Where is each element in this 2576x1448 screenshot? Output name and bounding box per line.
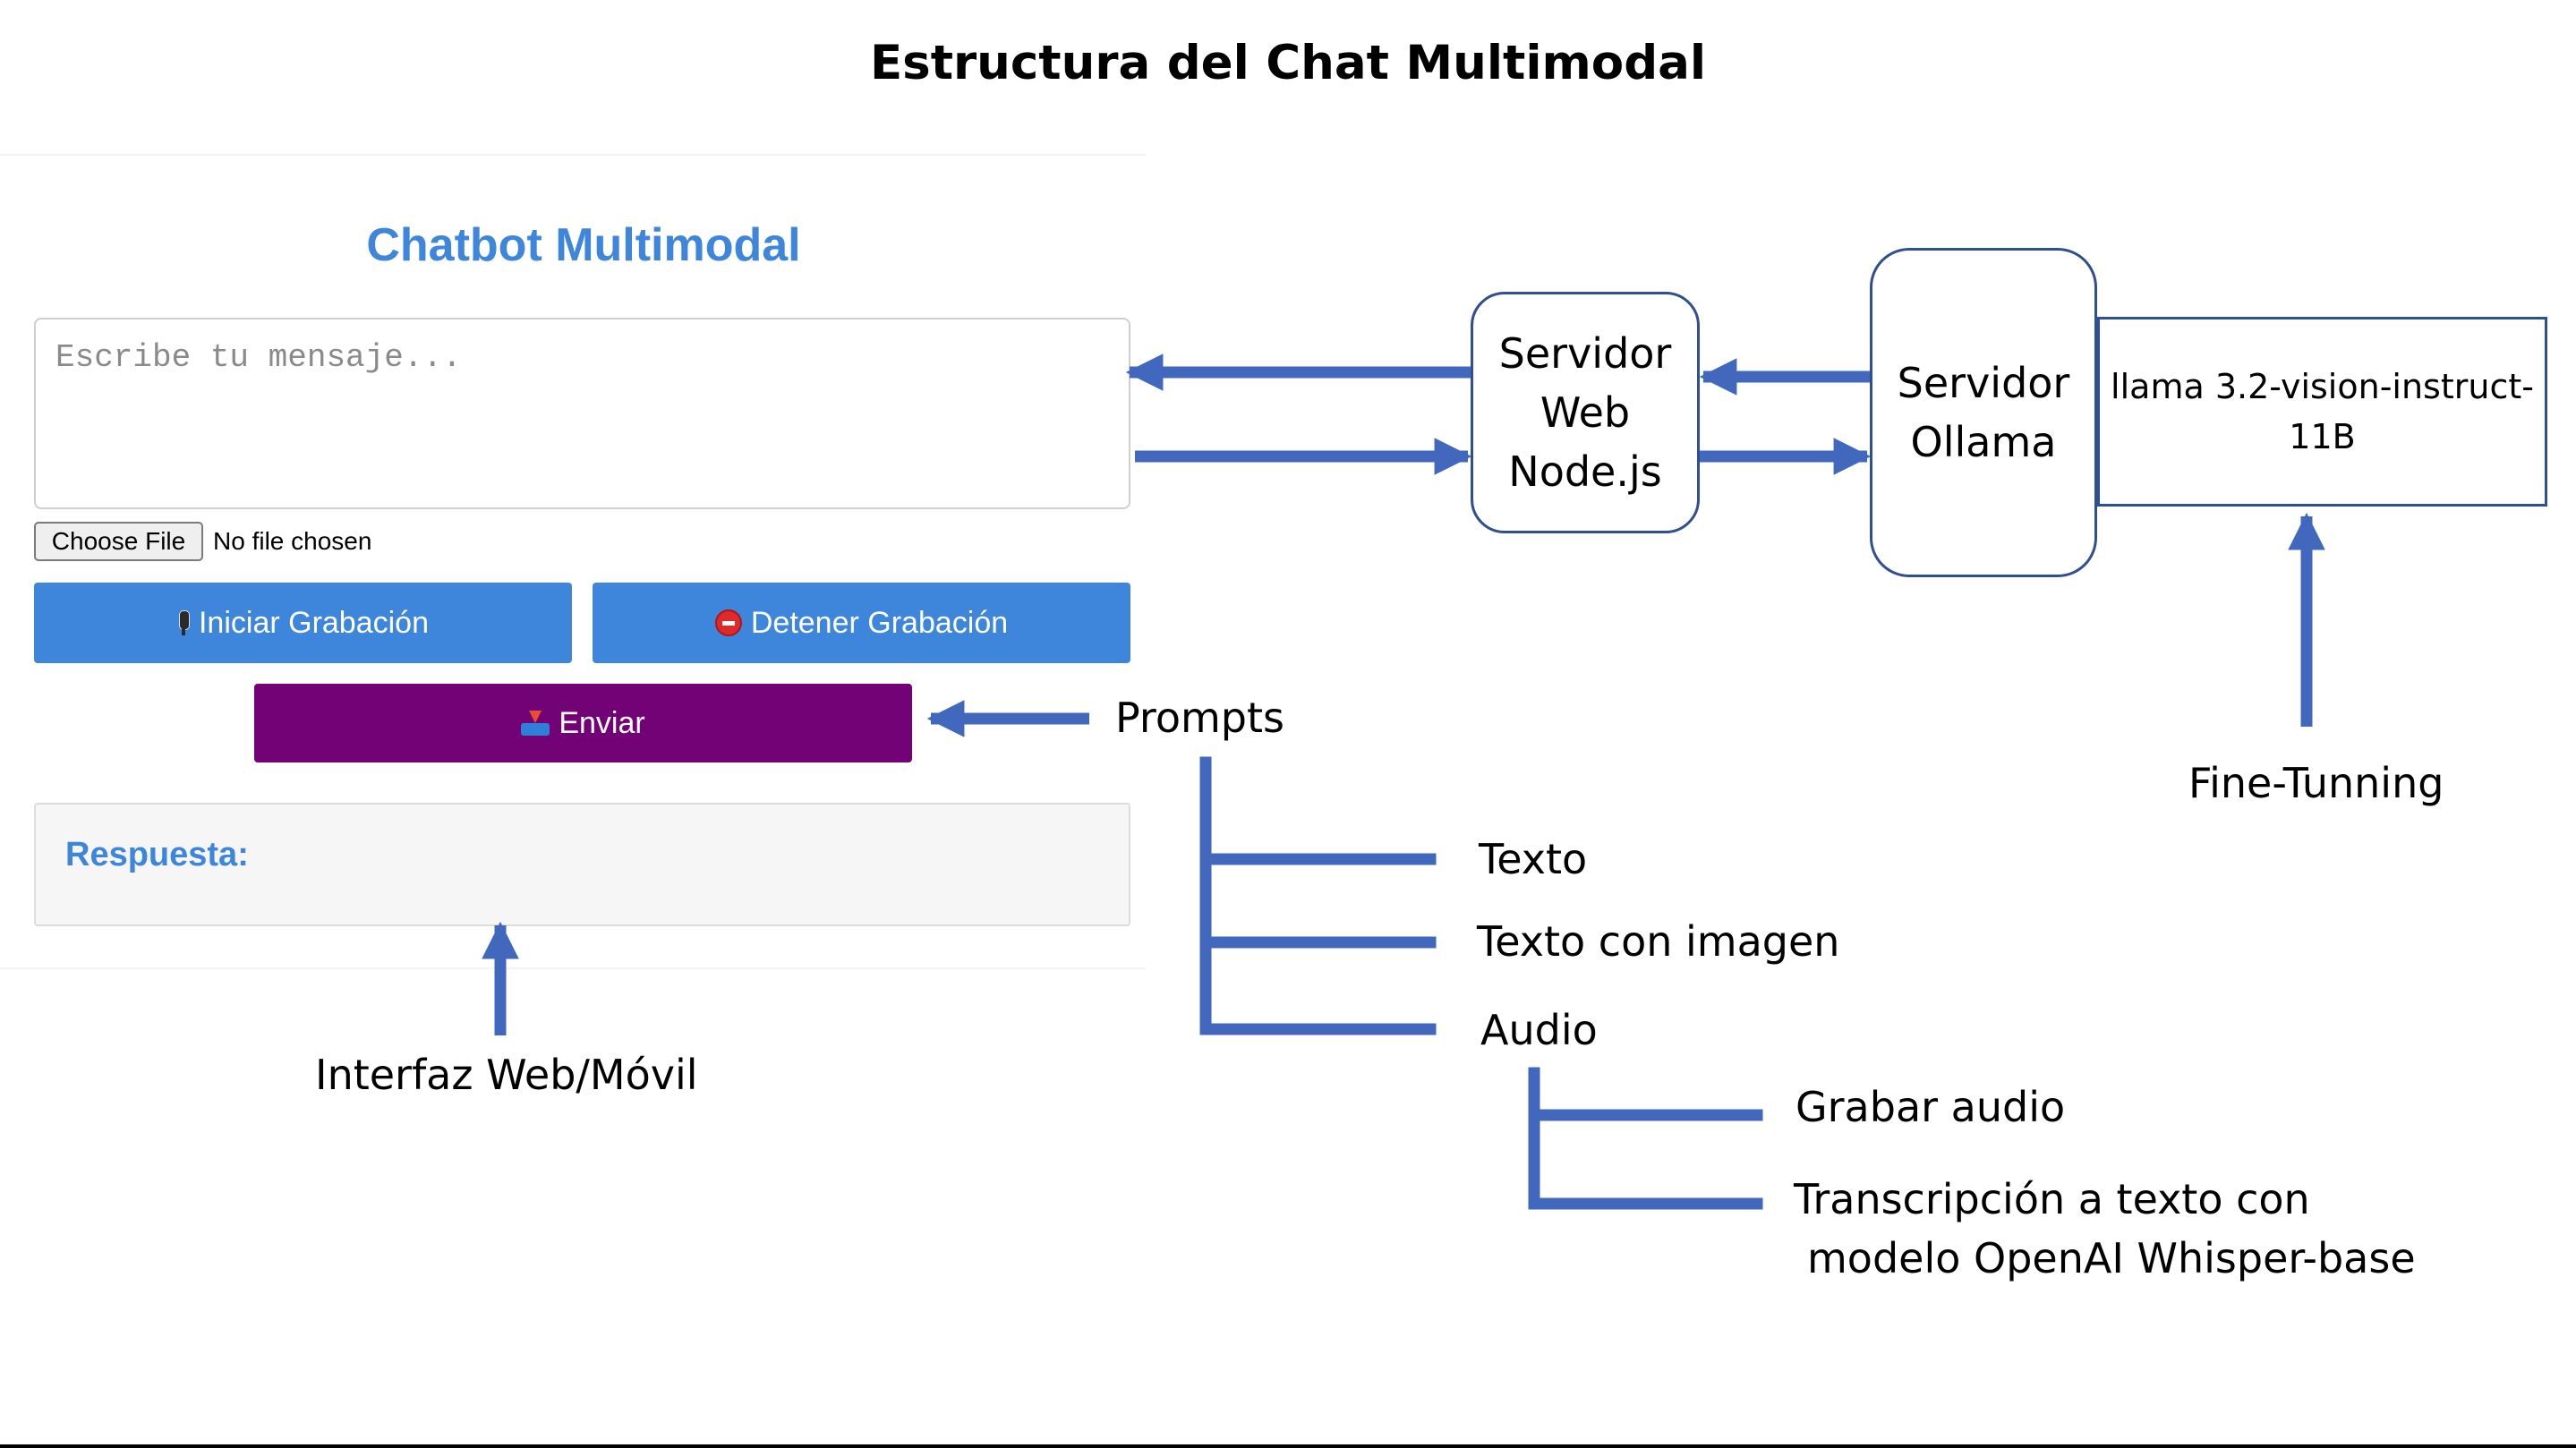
bottom-rule bbox=[0, 1444, 2576, 1448]
stop-recording-button[interactable]: Detener Grabación bbox=[593, 583, 1130, 663]
response-label: Respuesta: bbox=[65, 836, 249, 873]
fine-tuning-label: Fine-Tunning bbox=[2188, 759, 2444, 807]
file-status-text: No file chosen bbox=[213, 527, 372, 555]
audio-step-transcripcion-line2: modelo OpenAI Whisper-base bbox=[1807, 1234, 2416, 1282]
message-input[interactable] bbox=[34, 318, 1130, 509]
stop-sign-icon bbox=[714, 609, 742, 636]
send-label: Enviar bbox=[559, 705, 645, 740]
response-box bbox=[34, 803, 1130, 926]
prompt-type-texto: Texto bbox=[1479, 835, 1588, 883]
llama-model-label: llama 3.2-vision-instruct- 11B bbox=[2111, 367, 2534, 456]
web-server-label: Servidor Web Node.js bbox=[1498, 329, 1672, 496]
prompt-type-audio: Audio bbox=[1480, 1006, 1598, 1054]
prompt-type-texto-imagen: Texto con imagen bbox=[1477, 917, 1840, 966]
ollama-server-label: Servidor Ollama bbox=[1897, 359, 2070, 466]
start-recording-label: Iniciar Grabación bbox=[198, 605, 429, 640]
llama-model-node: llama 3.2-vision-instruct- 11B bbox=[2097, 317, 2547, 507]
audio-step-transcripcion-line1: Transcripción a texto con bbox=[1794, 1175, 2310, 1223]
ollama-server-node: Servidor Ollama bbox=[1870, 248, 2097, 577]
send-button[interactable]: Enviar bbox=[254, 684, 912, 762]
audio-step-grabar: Grabar audio bbox=[1796, 1083, 2066, 1131]
web-server-node: Servidor Web Node.js bbox=[1471, 292, 1700, 533]
start-recording-button[interactable]: Iniciar Grabación bbox=[34, 583, 572, 663]
choose-file-button[interactable]: Choose File bbox=[34, 522, 203, 561]
chat-title: Chatbot Multimodal bbox=[366, 219, 801, 271]
slide-title: Estructura del Chat Multimodal bbox=[869, 36, 1707, 90]
prompts-label: Prompts bbox=[1115, 694, 1284, 742]
interface-label: Interfaz Web/Móvil bbox=[315, 1051, 698, 1099]
stop-recording-label: Detener Grabación bbox=[750, 605, 1009, 640]
outbox-tray-icon bbox=[521, 711, 550, 736]
microphone-icon bbox=[177, 610, 190, 635]
